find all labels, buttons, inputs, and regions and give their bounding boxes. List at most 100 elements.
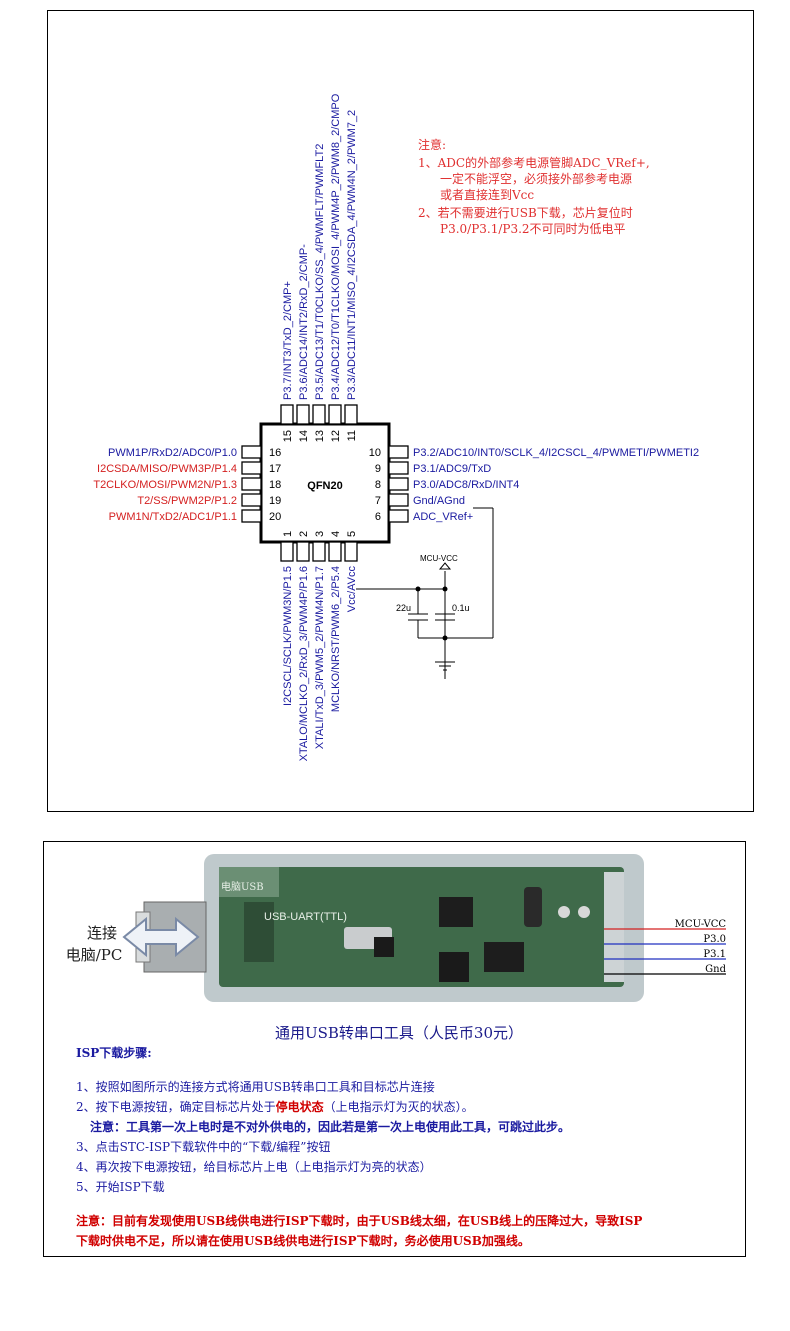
top-pins: P3.7/INT3/TxD_2/CMP+ 15 P3.6/ADC14/INT2/Rx… [280,93,358,442]
power-network [356,507,494,679]
isp-step-2-note: 注意：工具第一次上电时是不对外供电的，因此若是第一次上电使用此工具，可跳过此步。 [90,1120,571,1134]
isp-step-2: 2、按下电源按钮，确定目标芯片处于停电状态（上电指示灯为灭的状态）。 [76,1098,474,1115]
chip-package-label: QFN20 [307,480,342,492]
pin-pad [296,541,310,562]
isp-step-2-text: 2、按下电源按钮，确定目标芯片处于 [76,1100,276,1114]
usb-cable-warning-2: 下载时供电不足，所以请在使用USB线供电进行ISP下载时，务必使用USB加强线。 [76,1234,530,1248]
pin-pad [344,541,358,562]
usb-cable-warning: 注意：目前有发现使用USB线供电进行ISP下载时，由于USB线太细，在USB线上… [76,1214,643,1228]
pin-label: I2CSDA/MISO/PWM3P/P1.4 [97,463,237,475]
pin-label: P3.0/ADC8/RxD/INT4 [413,479,519,491]
pin-label: I2CSCL/SCLK/PWM3N/P1.5 [282,566,294,706]
signal-label: P3.0 [703,934,726,945]
pin-number: 13 [314,430,326,442]
pin-label: P3.4/ADC12/T0/T1CLKO/MOSI_4/PWM4P_2/PWM8… [330,93,342,400]
connect-label-pc: 电脑/PC [66,946,123,964]
pin-number: 1 [282,531,294,537]
pcb-board [219,867,624,987]
pin-label: P3.6/ADC14/INT2/RxD_2/CMP- [298,244,310,400]
pin-pad [388,493,409,507]
pin-number: 6 [375,511,381,523]
pin-pad [388,445,409,459]
pin-label: Vcc/AVcc [346,566,358,613]
isp-heading: ISP下载步骤: [76,1046,152,1060]
pin-number: 3 [314,531,326,537]
pin-number: 16 [269,447,281,459]
pin-pad [344,404,358,425]
pin-label: T2CLKO/MOSI/PWM2N/P1.3 [93,479,237,491]
pin-label: P3.5/ADC13/T1/T0CLKO/SS_4/PWMFLT/PWMFLT2 [314,144,326,400]
isp-step-4: 4、再次按下电源按钮，给目标芯片上电（上电指示灯为亮的状态） [76,1160,432,1174]
pin-number: 5 [346,531,358,537]
attention-note: 注意: 1、ADC的外部参考电源管脚ADC_VRef+, 一定不能浮空，必须接外… [418,137,650,236]
isp-step-5: 5、开始ISP下载 [76,1180,165,1194]
pin-label: MCLKO/NRST/PWM6_2/P5.4 [330,566,342,712]
pin-number: 12 [330,430,342,442]
pin-label: T2/SS/PWM2P/P1.2 [137,495,237,507]
pin-label: PWM1N/TxD2/ADC1/P1.1 [109,511,237,523]
pin-number: 14 [298,430,310,442]
pin-label: Gnd/AGnd [413,495,465,507]
pin-pad [241,509,262,523]
pin-label: ADC_VRef+ [413,511,473,523]
pin-number: 11 [346,430,358,441]
attention-line: P3.0/P3.1/P3.2不可同时为低电平 [440,222,626,236]
attention-line: 一定不能浮空，必须接外部参考电源 [440,171,632,186]
pin-pad [388,509,409,523]
pin-label: P3.2/ADC10/INT0/SCLK_4/I2CSCL_4/PWMETI/P… [413,447,699,459]
isp-step-3: 3、点击STC-ISP下载软件中的“下载/编程”按钮 [76,1140,331,1154]
pin-label: XTALI/TxD_3/PWM5_2/PWM4N/P1.7 [314,566,326,749]
board-label-usb: 电脑USB [221,880,264,893]
isp-step-2-suffix: （上电指示灯为灭的状态）。 [323,1100,474,1114]
pin-label: P3.1/ADC9/TxD [413,463,491,475]
attention-line: 或者直接连到Vcc [440,187,534,202]
isp-step-1: 1、按照如图所示的连接方式将通用USB转串口工具和目标芯片连接 [76,1080,435,1094]
pin-number: 7 [375,495,381,507]
signal-label: MCU-VCC [675,919,727,930]
chip-component [439,897,473,927]
pin-number: 4 [330,531,342,537]
pin-number: 19 [269,495,281,507]
pin-number: 20 [269,511,281,523]
cap2-label: 0.1u [452,603,470,613]
attention-title: 注意: [418,137,446,152]
pin-pad [241,477,262,491]
pin-pad [312,404,326,425]
bottom-pins: I2CSCL/SCLK/PWM3N/P1.5 1XTALO/MCLKO_2/RxD… [280,531,358,761]
pin-pad [280,541,294,562]
left-pins: PWM1P/RxD2/ADC0/P1.0 16I2CSDA/MISO/PWM3P/… [93,445,281,523]
signal-label: P3.1 [703,949,726,960]
pin-number: 17 [269,463,281,475]
attention-line: 2、若不需要进行USB下载，芯片复位时 [418,205,633,220]
attention-line: 1、ADC的外部参考电源管脚ADC_VRef+, [418,155,650,170]
mcu-vcc-label: MCU-VCC [420,554,458,563]
pin-label: XTALO/MCLKO_2/RxD_3/PWM4P/P1.6 [298,566,310,761]
pin-pad [241,445,262,459]
signal-label: Gnd [705,964,726,975]
pin-number: 8 [375,479,381,491]
pin-pad [312,541,326,562]
power-off-state: 停电状态 [275,1100,324,1114]
pin-number: 9 [375,463,381,475]
pin-number: 10 [369,447,381,459]
pin-pad [388,477,409,491]
pin-pad [241,461,262,475]
usb-tool-panel: USB-UART(TTL) 电脑USB 连接 电脑/PC MCU-VCC P3.0… [43,841,746,1257]
pin-pad [328,541,342,562]
board-label: USB-UART(TTL) [264,911,347,923]
pin-number: 15 [282,430,294,442]
pin-pad [280,404,294,425]
pin-label: PWM1P/RxD2/ADC0/P1.0 [108,447,237,459]
pin-label: P3.7/INT3/TxD_2/CMP+ [282,281,294,400]
pin-number: 18 [269,479,281,491]
pin-pad [241,493,262,507]
pin-number: 2 [298,531,310,537]
pin-pad [296,404,310,425]
pin-label: P3.3/ADC11/INT1/MISO_4/I2CSDA_4/PWM4N_2/… [346,110,358,400]
pin-pad [388,461,409,475]
connect-label: 连接 [87,924,117,942]
pin-pad [328,404,342,425]
